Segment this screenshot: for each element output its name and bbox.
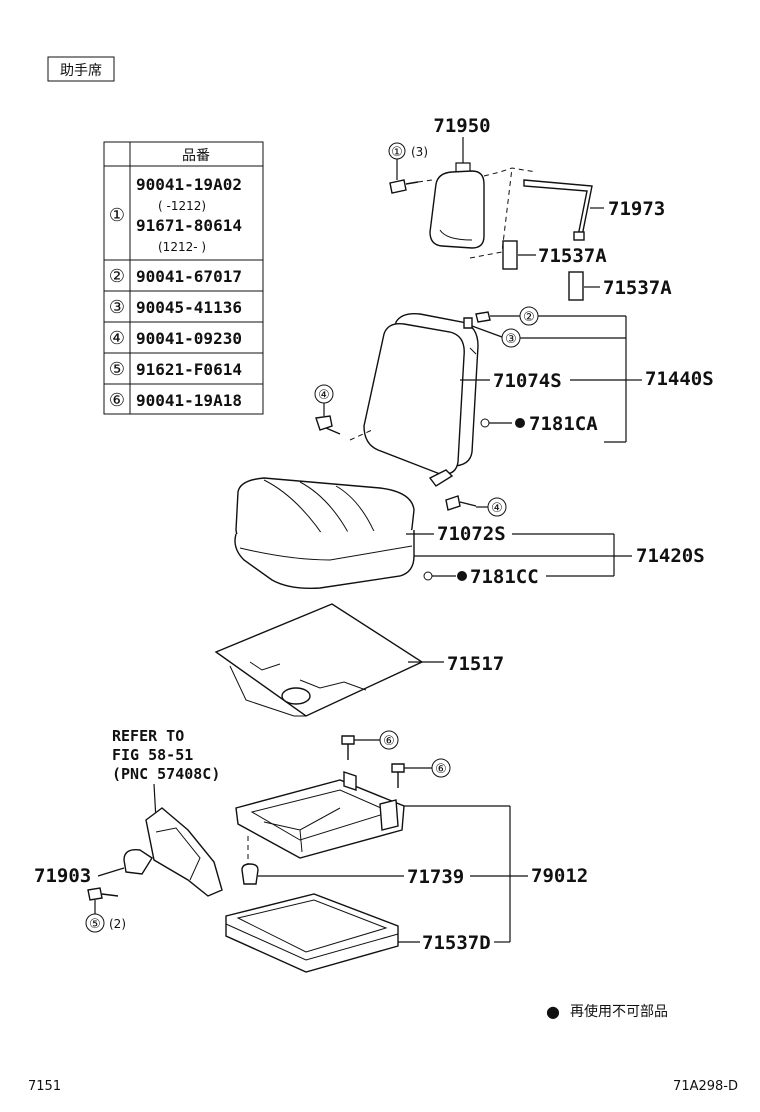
part-71973-label: 71973: [608, 198, 665, 220]
table-marker-1: ①: [109, 205, 125, 226]
table-cell-1-line1: 90041-19A02: [136, 175, 242, 194]
clip-7181ca: [480, 418, 490, 428]
bolt-1: [389, 179, 419, 194]
bolt-4b: [445, 495, 477, 511]
table-cell-5: 91621-F0614: [136, 360, 242, 379]
table-cell-1-line3: 91671-80614: [136, 216, 242, 235]
pad-71537a-1: [502, 240, 518, 270]
frame-71537d: 71537D: [225, 893, 510, 973]
refer-note-line3: (PNC 57408C): [112, 765, 220, 783]
headrest-assembly: 71950 71973 71537A 71537A ① (3): [388, 115, 672, 301]
footer-right: 71A298-D: [673, 1079, 738, 1094]
recliner-assembly: 71903 ⑤ (2): [34, 807, 223, 933]
seatback-cover: [363, 323, 465, 475]
bolt-6b: [391, 763, 405, 788]
callout-1-marker: ①: [391, 145, 403, 160]
part-71537a-2-label: 71537A: [603, 277, 672, 299]
table-marker-6: ⑥: [109, 390, 125, 411]
table-cell-1-line2: ( -1212): [158, 199, 206, 213]
part-7181cc-label: 7181CC: [470, 566, 539, 588]
legend-bullet: ●: [546, 1002, 560, 1021]
clip-7181cc: [423, 571, 433, 581]
part-71440s-label: 71440S: [645, 368, 714, 390]
part-71950-label: 71950: [433, 115, 490, 137]
clip-2: [475, 311, 491, 323]
table-cell-6: 90041-19A18: [136, 391, 242, 410]
refer-note-line1: REFER TO: [112, 727, 184, 745]
headrest-stay: [523, 179, 593, 237]
bolt-6a: [341, 735, 355, 760]
seat-adjuster-79012: ⑥ ⑥ 71739 79012: [235, 730, 588, 942]
seat-back-assembly: 71074S 71440S ② ③ 7181CA ④ ④: [314, 306, 714, 517]
part-71739-label: 71739: [407, 866, 464, 888]
table-marker-4: ④: [109, 328, 125, 349]
footer-left: 7151: [28, 1079, 61, 1094]
callout-4b-marker: ④: [491, 501, 503, 516]
part-79012-label: 79012: [531, 865, 588, 887]
part-71517-label: 71517: [447, 653, 504, 675]
callout-3-marker: ③: [505, 332, 517, 347]
table-cell-3: 90045-41136: [136, 298, 242, 317]
table-marker-2: ②: [109, 266, 125, 287]
callout-1-qty: (3): [411, 145, 428, 159]
clip-3: [463, 317, 473, 329]
part-71537d-label: 71537D: [422, 932, 491, 954]
table-cell-1-line4: (1212- ): [158, 240, 206, 254]
callout-2-marker: ②: [523, 310, 535, 325]
table-marker-5: ⑤: [109, 359, 125, 380]
seat-board-71517: 71517: [214, 603, 504, 717]
seat-cushion-assembly: 71072S 71420S 7181CC: [234, 477, 705, 590]
table-cell-2: 90041-67017: [136, 267, 242, 286]
callout-5-qty: (2): [109, 917, 126, 931]
part-71072s-label: 71072S: [437, 523, 506, 545]
part-71074s-label: 71074S: [493, 370, 562, 392]
part-71537a-1-label: 71537A: [538, 245, 607, 267]
table-header: 品番: [182, 148, 210, 164]
headrest-pad: [429, 170, 485, 249]
callout-4a-marker: ④: [318, 388, 330, 403]
bolt-4a: [315, 415, 341, 435]
bolt-5: [87, 887, 119, 901]
table-marker-3: ③: [109, 297, 125, 318]
parts-table: 品番 ① 90041-19A02 ( -1212) 91671-80614 (1…: [103, 141, 264, 415]
part-71903-label: 71903: [34, 865, 91, 887]
handle-71903: [123, 849, 153, 875]
table-cell-4: 90041-09230: [136, 329, 242, 348]
part-71420s-label: 71420S: [636, 545, 705, 567]
cap-71739: [241, 863, 259, 885]
callout-6b-marker: ⑥: [435, 762, 447, 777]
recliner-cover: [145, 807, 223, 897]
callout-6a-marker: ⑥: [383, 734, 395, 749]
refer-note-line2: FIG 58-51: [112, 746, 193, 764]
callout-5-marker: ⑤: [89, 917, 101, 932]
part-7181ca-label: 7181CA: [529, 413, 598, 435]
legend-text: 再使用不可部品: [570, 1003, 668, 1020]
pad-71537a-2: [568, 271, 584, 301]
refer-note: REFER TO FIG 58-51 (PNC 57408C): [112, 727, 220, 821]
legend: ● 再使用不可部品: [546, 1002, 668, 1021]
header-label-box: 助手席: [47, 56, 115, 82]
cushion-pad: [234, 530, 415, 590]
header-label: 助手席: [60, 63, 102, 79]
